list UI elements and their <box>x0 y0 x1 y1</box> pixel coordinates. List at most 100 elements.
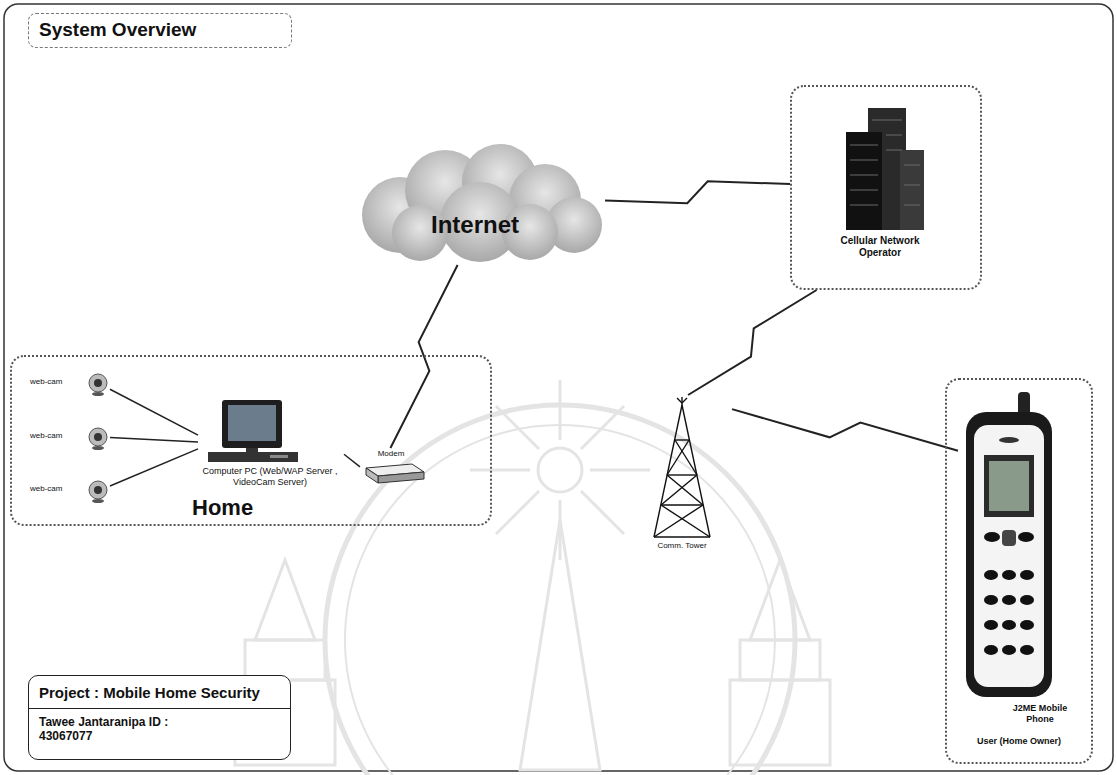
phone-icon <box>966 392 1052 697</box>
watermark-temple <box>740 640 820 680</box>
building-icon <box>846 108 924 230</box>
wireless-link <box>605 181 790 203</box>
watermark-spire <box>520 520 600 770</box>
project-box: Project : Mobile Home SecurityTawee Jant… <box>28 675 291 760</box>
node-label: Comm. Tower <box>642 541 722 551</box>
watermark-ray <box>581 406 624 449</box>
cable-link <box>110 449 198 486</box>
phone-earpiece <box>999 437 1019 443</box>
pc-icon <box>208 400 298 462</box>
node-label: web-cam <box>30 377 80 387</box>
webcam-base <box>92 392 104 396</box>
mobile-phone: J2ME Mobile Phone <box>958 385 1074 730</box>
title-text: System Overview <box>29 14 291 47</box>
tower-leg <box>654 405 682 537</box>
cable-link <box>110 438 198 442</box>
monitor-screen <box>228 405 276 441</box>
wireless-link <box>732 409 958 451</box>
tower-brace <box>667 474 697 475</box>
watermark-temple <box>730 680 830 765</box>
building-windows <box>850 120 920 205</box>
tower-brace <box>654 505 703 537</box>
phone-body <box>966 412 1052 697</box>
node-label: Project : Mobile Home Security <box>29 676 290 708</box>
monitor <box>222 400 282 448</box>
cable-link <box>110 389 198 435</box>
phone-keypad <box>984 570 1034 655</box>
cloud-shape <box>362 144 602 262</box>
tower-brace <box>654 536 710 537</box>
node-label: User (Home Owner) <box>951 736 1087 747</box>
tower-brace <box>661 504 703 505</box>
node-label: web-cam <box>30 484 80 494</box>
webcam-lens <box>94 379 102 387</box>
watermark-ray <box>590 469 650 472</box>
phone-face <box>974 425 1044 687</box>
tower-brace <box>675 439 689 440</box>
phone-nav <box>1002 530 1016 546</box>
node-label: Internet <box>405 211 545 240</box>
watermark-sun <box>538 448 582 492</box>
watermark-temple <box>245 640 325 680</box>
modem-side <box>366 468 378 483</box>
watermark-temple <box>750 560 810 640</box>
tower-brace <box>661 475 697 505</box>
watermark-ray <box>581 491 624 534</box>
node-label: Tawee Jantaranipa ID : 43067077 <box>29 708 290 750</box>
comm-tower: Comm. Tower <box>632 395 732 560</box>
watermark <box>235 380 830 775</box>
phone-key <box>1018 532 1034 542</box>
webcam: web-cam <box>30 370 110 396</box>
user-box: User (Home Owner) J2ME Mobile Phone <box>945 378 1093 764</box>
title-box: System Overview <box>28 13 292 48</box>
node-label: web-cam <box>30 431 80 441</box>
watermark-ray <box>559 380 562 440</box>
tower-antenna <box>677 398 687 403</box>
watermark-temple <box>255 560 315 640</box>
phone-screen <box>984 455 1034 517</box>
webcam-icon <box>89 374 107 392</box>
watermark-ring <box>325 405 795 775</box>
modem-icon <box>366 464 424 483</box>
tower-leg <box>682 405 710 537</box>
node-label: Modem <box>366 449 416 459</box>
node-label: Home <box>192 495 292 521</box>
webcam-icon <box>89 428 107 446</box>
webcam: web-cam <box>30 477 110 505</box>
pc-case <box>208 452 298 462</box>
webcam-lens <box>94 486 102 494</box>
tower-icon <box>654 397 710 537</box>
webcam-icons <box>89 374 107 503</box>
cable-link <box>344 454 360 467</box>
webcam-base <box>92 446 104 450</box>
building-block <box>900 150 924 230</box>
modem-front <box>378 472 424 483</box>
watermark-ray <box>496 406 539 449</box>
phone-display <box>989 461 1029 511</box>
tower-brace <box>667 440 689 475</box>
watermark-ray <box>470 469 530 472</box>
webcam-icon <box>89 481 107 499</box>
webcam-lens <box>94 433 102 441</box>
operator-box: Cellular Network Operator <box>790 85 982 290</box>
node-label: J2ME Mobile Phone <box>1008 703 1072 725</box>
node-label: Computer PC (Web/WAP Server , VideoCam S… <box>198 466 342 488</box>
modem: Modem <box>360 448 426 488</box>
building-block <box>846 132 882 230</box>
tower-brace <box>661 505 710 537</box>
watermark-ring <box>345 425 775 775</box>
node-label: Cellular Network Operator <box>840 235 920 259</box>
tower-brace <box>667 475 703 505</box>
page-frame <box>4 4 1113 771</box>
phone-key <box>984 532 1000 542</box>
monitor-stand <box>246 448 258 452</box>
webcam-base <box>92 499 104 503</box>
home-region: Homeweb-camweb-camweb-camComputer PC (We… <box>10 355 492 526</box>
internet-cloud: Internet <box>345 145 605 265</box>
webcam: web-cam <box>30 424 110 450</box>
computer-pc: Computer PC (Web/WAP Server , VideoCam S… <box>198 400 344 495</box>
pc-drive <box>270 455 288 458</box>
